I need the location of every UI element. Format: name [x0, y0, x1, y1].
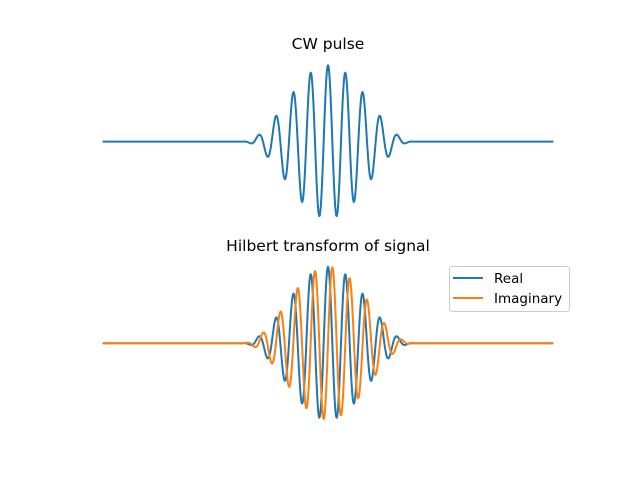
series-line-imaginary: [101, 266, 555, 420]
legend-label-real: Real: [494, 271, 523, 287]
top-axes-plot-area: [101, 64, 555, 218]
legend: Real Imaginary: [449, 266, 570, 312]
bottom-axes-plot-area: [101, 265, 555, 420]
bottom-chart-title: Hilbert transform of signal: [226, 237, 430, 255]
series-line-signal: [101, 64, 555, 218]
legend-label-imaginary: Imaginary: [494, 291, 562, 307]
top-chart-title: CW pulse: [292, 35, 365, 53]
